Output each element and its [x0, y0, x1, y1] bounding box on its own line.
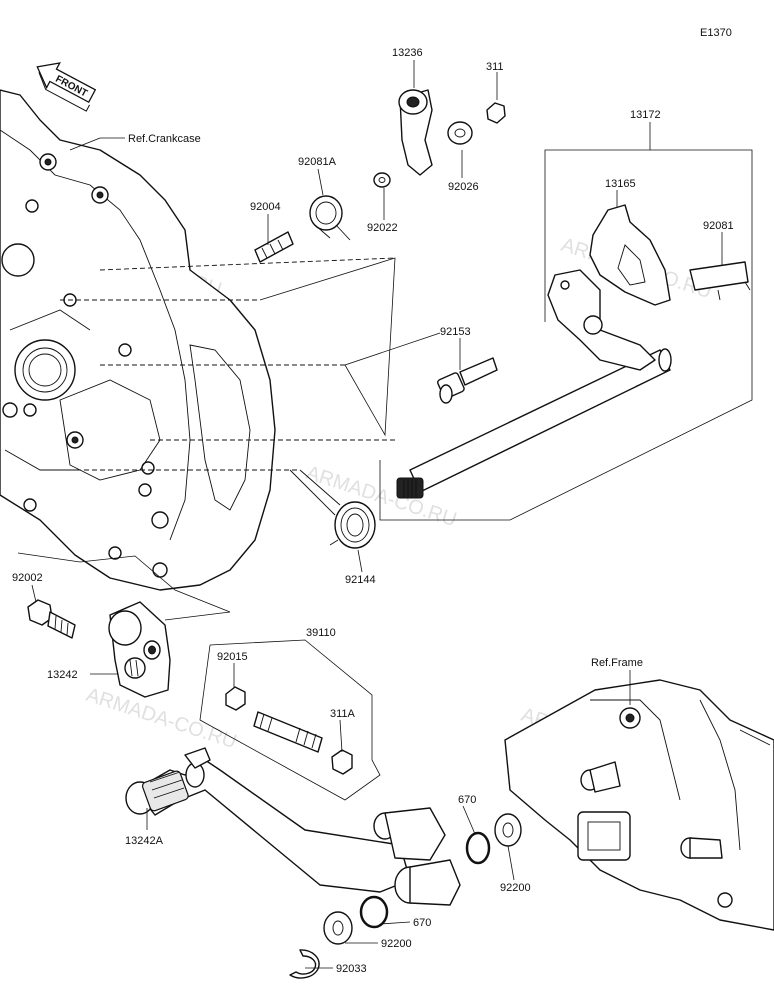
part-92026 [447, 121, 473, 145]
part-13242 [108, 601, 171, 698]
part-13242A [125, 747, 411, 893]
part-13165 [589, 204, 671, 306]
diagram-code: E1370 [700, 27, 732, 39]
label-92200-a: 92200 [500, 882, 531, 894]
label-92081: 92081 [703, 220, 734, 232]
bracket-crankcase [259, 257, 441, 437]
part-92081 [689, 261, 751, 301]
part-13236 [398, 89, 433, 176]
part-92144 [289, 469, 376, 549]
part-92200-a [494, 813, 522, 847]
label-311: 311 [486, 61, 504, 73]
label-13242A: 13242A [125, 835, 164, 847]
label-92081A: 92081A [298, 156, 337, 168]
label-92015: 92015 [217, 651, 248, 663]
part-670-b [359, 895, 389, 929]
label-92144: 92144 [345, 574, 376, 586]
label-39110: 39110 [306, 627, 336, 639]
label-92002: 92002 [12, 572, 43, 584]
label-670-a: 670 [458, 794, 476, 806]
part-92015 [225, 686, 246, 711]
label-92200-b: 92200 [381, 938, 412, 950]
front-arrow-icon: FRONT [36, 62, 97, 112]
label-92153: 92153 [440, 326, 471, 338]
bracket-39110 [199, 639, 381, 801]
crankcase [0, 89, 276, 591]
bracket-13172 [379, 149, 753, 521]
part-670-a [465, 831, 491, 865]
part-92200-b [323, 911, 353, 945]
guide-line-1 [99, 257, 396, 271]
bracket-13242 [17, 552, 231, 621]
frame [504, 679, 774, 931]
label-13172: 13172 [630, 109, 661, 121]
leader-lines [31, 60, 723, 969]
part-92153 [437, 357, 498, 404]
ref-crankcase-label: Ref.Crankcase [128, 133, 201, 145]
part-92022 [373, 172, 391, 188]
label-92022: 92022 [367, 222, 398, 234]
tie-rod [253, 711, 323, 753]
label-311A: 311A [330, 708, 356, 720]
part-labels: Ref.Crankcase Ref.Frame 13236 311 13172 … [12, 47, 734, 975]
label-670-b: 670 [413, 917, 431, 929]
part-311A [331, 749, 353, 775]
label-92033: 92033 [336, 963, 367, 975]
label-13236: 13236 [392, 47, 423, 59]
label-13242: 13242 [47, 669, 78, 681]
ref-frame-label: Ref.Frame [591, 657, 643, 669]
lever-bosses [373, 807, 461, 906]
part-92002 [27, 599, 76, 639]
part-92033 [289, 949, 320, 979]
part-92081A [309, 195, 351, 241]
watermark-4: ARMADA-CO.RU [83, 684, 239, 753]
label-92004: 92004 [250, 201, 281, 213]
label-13165: 13165 [605, 178, 636, 190]
part-311 [486, 102, 506, 124]
shift-shaft [396, 269, 672, 499]
label-92026: 92026 [448, 181, 479, 193]
part-92004 [254, 231, 294, 263]
